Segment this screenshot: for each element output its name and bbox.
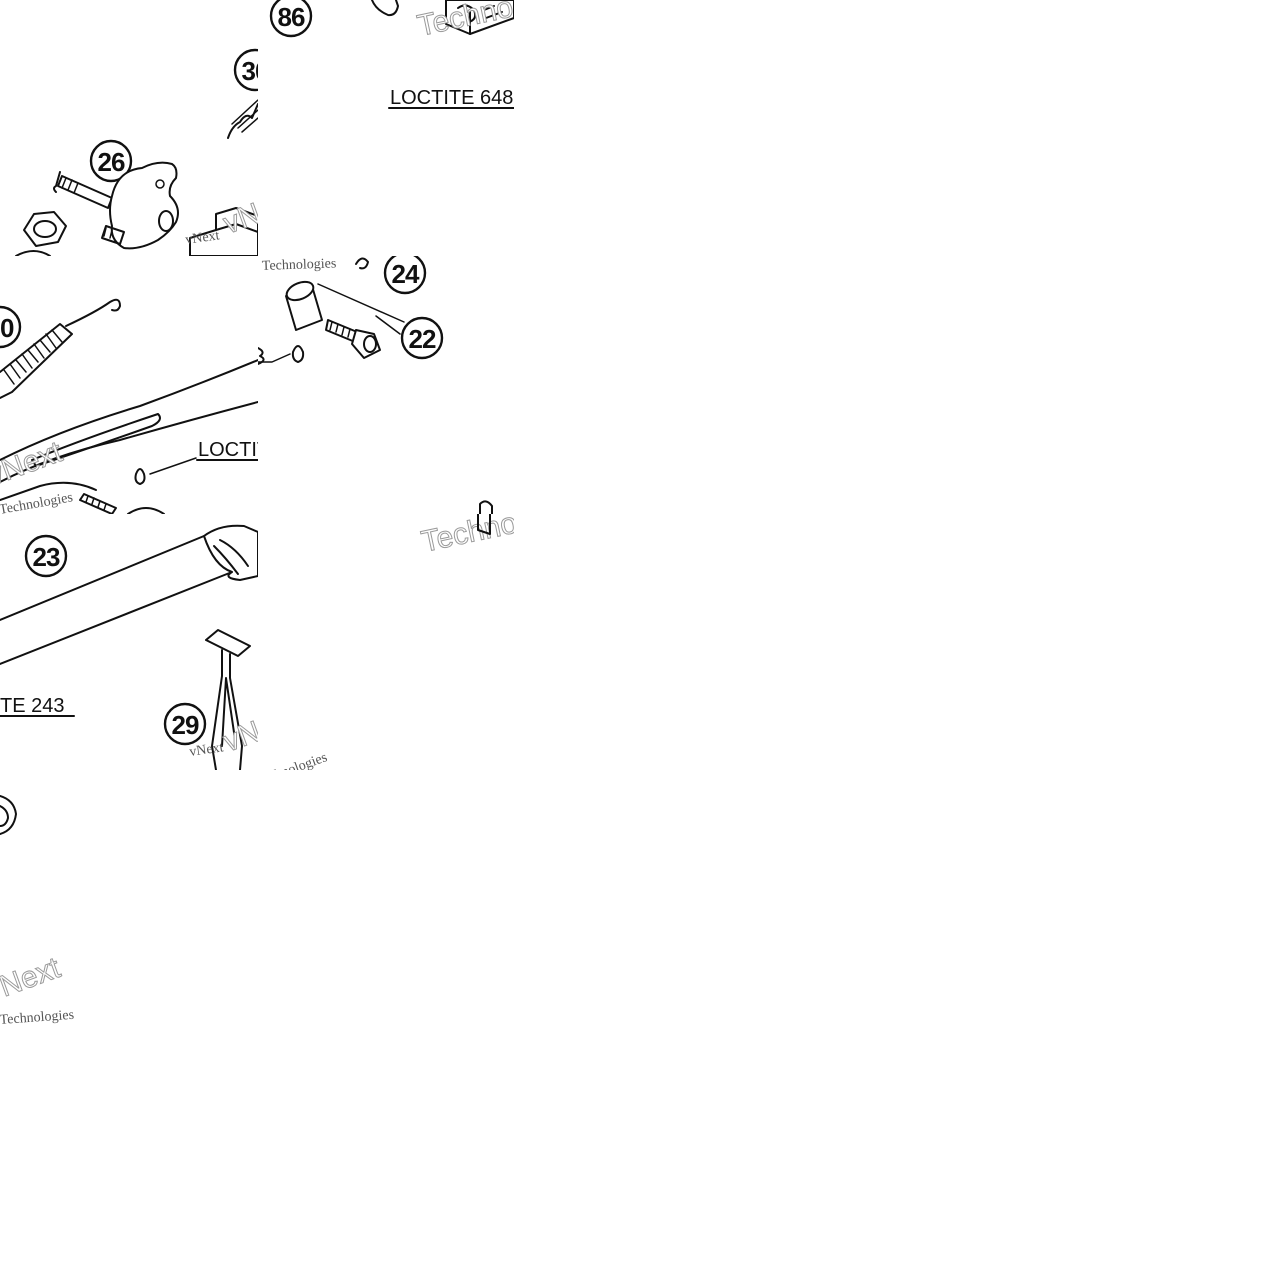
loctite-drop-icon	[134, 468, 146, 485]
part-screw-22	[325, 319, 381, 359]
part-bolt-26	[53, 171, 113, 209]
leader-22-a	[317, 283, 405, 323]
callout-29-label: 29	[172, 710, 199, 740]
callout-26: 26	[89, 139, 133, 183]
part-main-spring	[0, 298, 121, 399]
watermark-tech-5: Technologies	[0, 1008, 75, 1028]
tile-bottom-left: 23 TE 243 29 vNext vNext	[0, 514, 258, 770]
callout-30: 30	[233, 48, 269, 92]
tile-lower-left: vNext Technologies	[0, 770, 258, 1028]
callout-22: 22	[400, 316, 444, 360]
part-bushing	[285, 280, 323, 331]
part-fragment-top	[477, 514, 491, 535]
part-sidestand-tube	[0, 524, 258, 665]
note-loctite-mid: LOCTITE	[198, 439, 282, 461]
callout-20: 20	[0, 305, 22, 349]
note-loctite-243: TE 243	[0, 695, 64, 717]
callout-29: 29	[163, 702, 207, 746]
part-fragment-bottom	[479, 500, 493, 514]
callout-86: 86	[269, 0, 313, 38]
part-curl-fragment	[0, 795, 17, 835]
part-sidestand-arm	[0, 359, 258, 501]
callout-23: 23	[24, 534, 68, 578]
leader-loctite	[149, 457, 197, 475]
note-loctite-648: LOCTITE 648	[390, 87, 513, 109]
callout-22-label: 22	[409, 324, 436, 354]
tile-mid-center: Technologies 24 22	[258, 256, 514, 514]
leader-22-b	[375, 315, 401, 335]
watermark-vnext-1: vNext	[184, 228, 220, 248]
part-set-screw	[79, 493, 117, 514]
part-spring-small	[227, 99, 258, 139]
callout-23-label: 23	[33, 542, 60, 572]
part-lever-26	[101, 161, 179, 250]
watermark-vnext-2: vNext	[188, 740, 224, 760]
watermark-tech-3: Technologies	[262, 256, 337, 274]
part-bracket-top	[189, 207, 258, 256]
callout-partial-circle-2	[127, 507, 165, 514]
tile-top-left: 30 26 vNext	[0, 0, 269, 256]
part-clip-fragment	[371, 0, 399, 17]
loctite-drop-icon-2	[291, 345, 305, 363]
tile-bottom-center: Techno Technologies	[258, 514, 514, 770]
callout-20-label: 20	[0, 313, 14, 343]
note-fragment-3	[258, 347, 265, 365]
tile-top-center: 86 Techno LOCTITE 648	[258, 0, 514, 256]
callout-26-label: 26	[98, 147, 125, 177]
part-curl-inner	[0, 805, 9, 827]
tile-mid-left: 20 LOCTITE vNext Technologies	[0, 256, 282, 514]
callout-86-label: 86	[278, 2, 305, 32]
callout-24: 24	[383, 256, 427, 295]
callout-24-label: 24	[392, 259, 420, 289]
part-nut	[23, 211, 67, 247]
part-spring-hook-29	[205, 629, 251, 770]
part-block-top	[445, 0, 514, 35]
callout-30-label: 30	[242, 56, 269, 86]
part-pin-fragment	[355, 257, 369, 270]
callout-partial-circle	[15, 250, 51, 256]
